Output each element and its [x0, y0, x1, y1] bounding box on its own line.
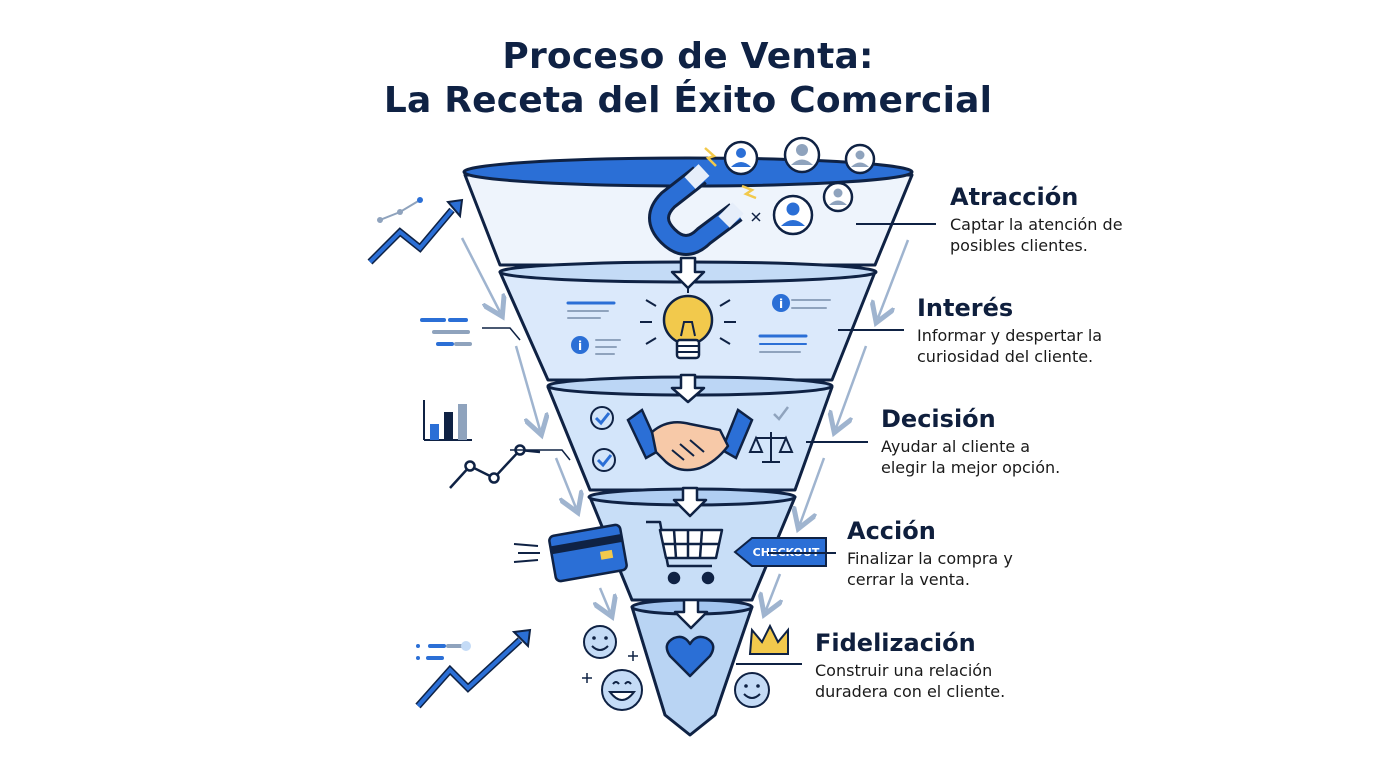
user-icon [723, 140, 759, 176]
smiley-icon [601, 669, 643, 711]
stage-accion: Acción Finalizar la compra y cerrar la v… [847, 517, 1013, 590]
stage-atraccion: Atracción Captar la atención de posibles… [950, 183, 1123, 256]
info-icon: i [772, 294, 790, 312]
smiley-icon [734, 672, 770, 708]
stage-desc-line2: posibles clientes. [950, 236, 1088, 255]
smiley-icon [583, 625, 617, 659]
lightbulb-icon [640, 287, 736, 360]
stage-name: Interés [917, 294, 1014, 322]
balance-scale-icon [748, 432, 794, 463]
user-icon [822, 181, 854, 213]
shopping-cart-icon [646, 520, 724, 585]
title-line-2: La Receta del Éxito Comercial [383, 80, 993, 121]
stage-name: Acción [847, 517, 936, 545]
label-connectors [736, 223, 936, 665]
checkmark-icon [773, 406, 789, 421]
stage-desc-line2: elegir la mejor opción. [881, 458, 1061, 477]
trend-arrow-icon [415, 628, 532, 709]
stage-fidelizacion: Fidelización Construir una relación dura… [815, 629, 1005, 702]
filter-lines [420, 318, 472, 346]
line-chart-icon [449, 444, 541, 489]
stage-desc-line2: duradera con el cliente. [815, 682, 1006, 701]
checkmark-icon [592, 448, 616, 472]
stage-desc-line1: Finalizar la compra y [847, 549, 1013, 568]
stage-interes: Interés Informar y despertar la curiosid… [917, 294, 1102, 367]
trend-arrow-icon [367, 197, 464, 265]
user-icon [844, 143, 876, 175]
svg-text:i: i [779, 297, 783, 311]
flow-arrows [670, 256, 709, 630]
magnet-icon [648, 147, 761, 256]
stage-desc-line2: curiosidad del cliente. [917, 347, 1094, 366]
stage-desc-line1: Construir una relación [815, 661, 993, 680]
stage-decision: Decisión Ayudar al cliente a elegir la m… [881, 405, 1060, 478]
sparkle-marks [582, 651, 638, 683]
checkmark-icon [590, 406, 614, 430]
title-line-1: Proceso de Venta: [502, 36, 874, 77]
bar-chart-icon [423, 400, 472, 441]
crown-icon [748, 623, 789, 655]
stage-desc-line1: Ayudar al cliente a [881, 437, 1031, 456]
user-icon [783, 136, 821, 174]
document-lines [566, 299, 831, 355]
stage-desc-line2: cerrar la venta. [847, 570, 970, 589]
user-icon [772, 194, 814, 236]
connector-lines [482, 327, 571, 461]
stage-desc-line1: Informar y despertar la [917, 326, 1103, 345]
stage-name: Atracción [950, 183, 1079, 211]
stage-name: Decisión [881, 405, 996, 433]
heart-icon [665, 635, 715, 678]
info-icon: i [571, 336, 589, 354]
side-flow-arrows [460, 237, 910, 612]
stage-name: Fidelización [815, 629, 976, 657]
stage-desc-line1: Captar la atención de [950, 215, 1123, 234]
svg-text:i: i [578, 339, 582, 353]
credit-card-icon [513, 523, 628, 583]
handshake-icon [626, 408, 754, 472]
